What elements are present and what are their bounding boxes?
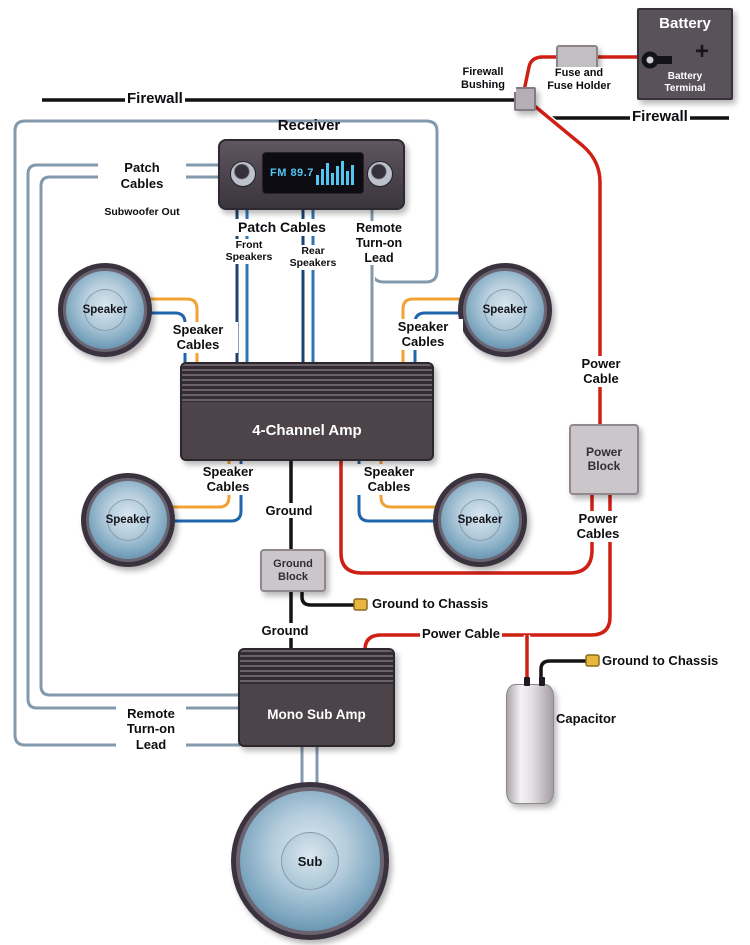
receiver: FM 89.7 — [218, 139, 405, 210]
ground-wire-to-chassis — [300, 587, 355, 607]
speaker-rear-left: Speaker — [81, 473, 175, 567]
plus-terminal-icon: + — [695, 38, 710, 65]
ground-label-top: Ground — [258, 503, 320, 519]
remote-turn-on-label-top: Remote Turn-on Lead — [346, 221, 412, 266]
ring-terminal-chassis-1 — [353, 598, 368, 611]
patch-cable-subwoofer-wire-2 — [39, 175, 240, 697]
power-cables-label: Power Cables — [564, 511, 632, 542]
patch-cables-subwoofer-title: Patch Cables — [120, 160, 164, 191]
power-wire-block-to-amp4 — [339, 456, 594, 575]
ground-label-mid: Ground — [254, 623, 316, 639]
power-wire-block-to-monoamp — [363, 492, 612, 651]
speaker-label: Speaker — [482, 304, 528, 316]
speaker-cables-label-tr: Speaker Cables — [383, 319, 463, 350]
speaker-wire-tr-orange — [401, 297, 464, 364]
speaker-wire-bl-blue — [170, 456, 243, 523]
sub-label: Sub — [297, 853, 323, 869]
spectrum-bars-icon — [316, 161, 354, 185]
remote-turn-on-label-bottom: Remote Turn-on Lead — [116, 706, 186, 752]
speaker-wire-br-blue — [357, 456, 440, 523]
ring-terminal-chassis-2 — [585, 654, 600, 667]
speaker-wire-bl-orange — [170, 456, 231, 509]
speaker-label: Speaker — [105, 514, 151, 526]
ground-block: Ground Block — [260, 549, 326, 592]
subwoofer: Sub — [231, 782, 389, 940]
four-channel-amp: 4-Channel Amp — [180, 362, 434, 461]
ground-wire-capacitor — [537, 657, 587, 685]
speaker-label: Speaker — [457, 514, 503, 526]
heatsink-fins — [240, 650, 393, 684]
capacitor-terminal-icon — [539, 677, 545, 686]
speaker-front-right: Speaker — [458, 263, 552, 357]
ground-wire-capacitor — [539, 659, 587, 685]
ground-to-chassis-label-2: Ground to Chassis — [602, 653, 719, 668]
battery-terminal-label: Battery Terminal — [664, 71, 706, 94]
power-cable-label-vertical: Power Cable — [571, 356, 631, 387]
speaker-wire-br-orange — [379, 456, 440, 509]
frequency-readout: FM 89.7 — [270, 167, 314, 179]
receiver-display: FM 89.7 — [262, 152, 364, 194]
receiver-label: Receiver — [277, 117, 341, 134]
speaker-rear-right: Speaker — [433, 473, 527, 567]
power-block: Power Block — [569, 424, 639, 495]
speaker-dust-cap — [84, 289, 126, 331]
patch-cables-label: Patch Cables — [229, 219, 335, 236]
speaker-cables-label-br: Speaker Cables — [349, 464, 429, 495]
power-cable-label-horizontal: Power Cable — [420, 626, 503, 642]
speaker-cables-label-bl: Speaker Cables — [188, 464, 268, 495]
fuse-label: Fuse and Fuse Holder — [541, 67, 617, 93]
battery-label: Battery — [659, 15, 711, 32]
firewall-bushing — [514, 87, 536, 111]
firewall-bushing-label: Firewall Bushing — [450, 66, 516, 92]
speaker-dust-cap — [484, 289, 526, 331]
fuse-holder — [556, 45, 598, 71]
remote-turn-on-loop-wire — [13, 119, 439, 747]
speaker-dust-cap — [107, 499, 149, 541]
speaker-label: Speaker — [82, 304, 128, 316]
capacitor-terminal-icon — [524, 677, 530, 686]
speaker-front-left: Speaker — [58, 263, 152, 357]
mono-sub-amp: Mono Sub Amp — [238, 648, 395, 747]
speaker-dust-cap — [459, 499, 501, 541]
patch-cable-subwoofer-wire-1 — [26, 163, 240, 710]
ground-to-chassis-label-1: Ground to Chassis — [372, 596, 489, 611]
four-channel-amp-label: 4-Channel Amp — [252, 422, 362, 439]
capacitor — [506, 677, 554, 804]
capacitor-label: Capacitor — [556, 711, 616, 726]
battery-terminal-icon — [639, 48, 683, 77]
sub-dust-cap — [281, 832, 339, 890]
subwoofer-out-label: Subwoofer Out — [104, 206, 180, 219]
battery-box: Battery + Battery Terminal — [637, 8, 733, 100]
heatsink-fins — [182, 364, 432, 402]
speaker-wire-tl-orange — [146, 297, 199, 364]
rear-speakers-label: Rear Speakers — [283, 245, 343, 270]
volume-knob-icon — [230, 161, 256, 187]
mono-sub-amp-label: Mono Sub Amp — [267, 707, 366, 722]
firewall-label-right: Firewall — [630, 108, 690, 126]
front-speakers-label: Front Speakers — [216, 239, 282, 264]
firewall-label-left: Firewall — [125, 90, 185, 108]
patch-cables-subwoofer-label: Patch Cables Subwoofer Out — [98, 145, 186, 235]
speaker-cables-label-tl: Speaker Cables — [158, 322, 238, 353]
tuner-knob-icon — [367, 161, 393, 187]
